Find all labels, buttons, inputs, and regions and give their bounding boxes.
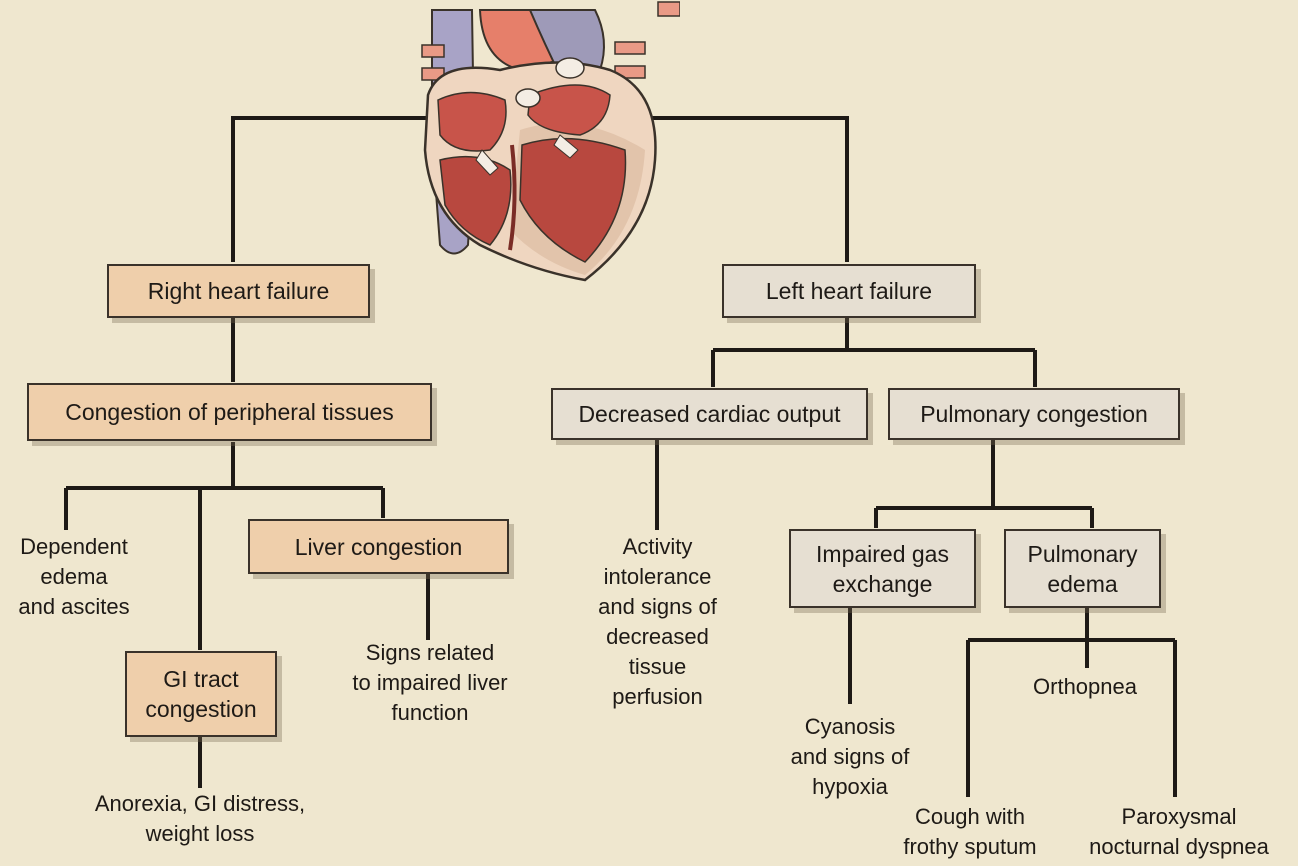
- right-heart-failure-box: Right heart failure: [107, 264, 370, 318]
- congestion-peripheral-label: Congestion of peripheral tissues: [65, 397, 394, 427]
- activity-intolerance-text: Activity intolerance and signs of decrea…: [570, 532, 745, 712]
- pulmonary-congestion-box: Pulmonary congestion: [888, 388, 1180, 440]
- liver-congestion-label: Liver congestion: [295, 532, 463, 562]
- impaired-gas-exchange-label: Impaired gas exchange: [816, 539, 949, 599]
- left-heart-failure-label: Left heart failure: [766, 276, 932, 306]
- right-heart-failure-label: Right heart failure: [148, 276, 330, 306]
- gi-tract-congestion-box: GI tract congestion: [125, 651, 277, 737]
- dependent-edema-text: Dependent edema and ascites: [0, 532, 148, 622]
- gi-tract-congestion-label: GI tract congestion: [145, 664, 256, 724]
- pulmonary-edema-box: Pulmonary edema: [1004, 529, 1161, 608]
- congestion-peripheral-box: Congestion of peripheral tissues: [27, 383, 432, 441]
- decreased-cardiac-output-label: Decreased cardiac output: [578, 399, 840, 429]
- paroxysmal-text: Paroxysmal nocturnal dyspnea: [1066, 802, 1292, 862]
- liver-signs-text: Signs related to impaired liver function: [330, 638, 530, 728]
- pulmonary-congestion-label: Pulmonary congestion: [920, 399, 1148, 429]
- orthopnea-text: Orthopnea: [1010, 672, 1160, 702]
- impaired-gas-exchange-box: Impaired gas exchange: [789, 529, 976, 608]
- gi-signs-text: Anorexia, GI distress, weight loss: [60, 789, 340, 849]
- cyanosis-text: Cyanosis and signs of hypoxia: [770, 712, 930, 802]
- left-heart-failure-box: Left heart failure: [722, 264, 976, 318]
- liver-congestion-box: Liver congestion: [248, 519, 509, 574]
- decreased-cardiac-output-box: Decreased cardiac output: [551, 388, 868, 440]
- heart-illustration: [410, 0, 680, 290]
- pulmonary-edema-label: Pulmonary edema: [1028, 539, 1138, 599]
- cough-text: Cough with frothy sputum: [884, 802, 1056, 862]
